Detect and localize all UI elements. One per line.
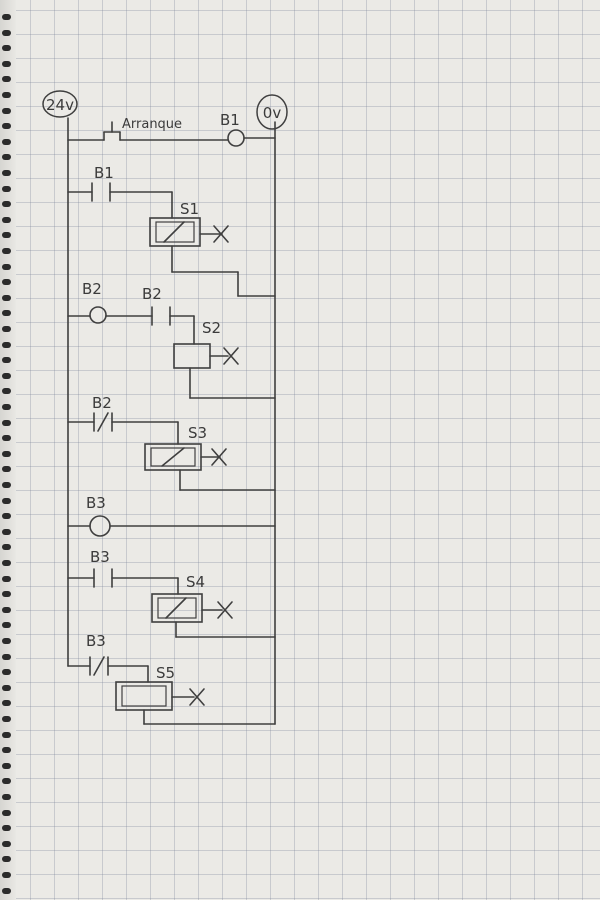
binding-hole — [2, 45, 11, 52]
svg-text:24v: 24v — [46, 96, 74, 114]
contact-b1-label: B1 — [94, 164, 114, 182]
binding-hole — [2, 263, 11, 270]
binding-hole — [2, 29, 11, 36]
svg-text:0v: 0v — [263, 104, 282, 122]
lamp-b3 — [89, 515, 111, 537]
binding-hole — [2, 310, 11, 317]
binding-hole — [2, 450, 11, 457]
rung-1: Arranque B1 — [67, 111, 276, 147]
coil-s5-label: S5 — [156, 664, 175, 682]
binding-hole — [2, 840, 11, 847]
binding-hole — [2, 123, 11, 130]
binding-hole — [2, 216, 11, 223]
valve-s1 — [149, 217, 229, 247]
binding-hole — [2, 528, 11, 535]
binding-hole — [2, 591, 11, 598]
right-rail-label: 0v — [256, 94, 288, 130]
binding-hole — [2, 856, 11, 863]
binding-hole — [2, 809, 11, 816]
contact-b3-no — [93, 568, 113, 588]
contact-b3-label: B3 — [90, 548, 110, 566]
rung-3: B2 B2 S2 — [67, 280, 276, 399]
valve-s2 — [173, 343, 239, 369]
binding-hole — [2, 341, 11, 348]
binding-hole — [2, 731, 11, 738]
valve-s4 — [151, 593, 233, 623]
coil-s4-label: S4 — [186, 573, 205, 591]
binding-hole — [2, 747, 11, 754]
binding-hole — [2, 825, 11, 832]
lamp-b1 — [227, 129, 245, 147]
binding-hole — [2, 513, 11, 520]
binding-hole — [2, 154, 11, 161]
binding-hole — [2, 762, 11, 769]
contact-b2-nc — [93, 412, 113, 432]
binding-hole — [2, 887, 11, 894]
binding-hole — [2, 716, 11, 722]
binding-hole — [2, 872, 11, 878]
binding-hole — [2, 107, 11, 114]
binding-hole — [2, 388, 11, 395]
binding-hole — [2, 185, 11, 192]
binding-hole — [2, 138, 11, 145]
binding-hole — [2, 357, 11, 364]
binding-hole — [2, 232, 11, 239]
notebook-binding — [0, 0, 16, 900]
contact-b2-label: B2 — [142, 285, 162, 303]
binding-hole — [2, 170, 11, 176]
binding-hole — [2, 794, 11, 800]
binding-hole — [2, 279, 11, 286]
start-pushbutton — [103, 121, 121, 141]
binding-hole — [2, 622, 11, 629]
valve-s5 — [115, 681, 205, 711]
lamp-b2-label: B2 — [82, 280, 102, 298]
lamp-b3-label: B3 — [86, 494, 106, 512]
binding-hole — [2, 248, 11, 254]
binding-hole — [2, 606, 11, 613]
valve-s3 — [144, 443, 227, 471]
binding-hole — [2, 419, 11, 426]
binding-hole — [2, 778, 11, 785]
binding-hole — [2, 92, 11, 98]
binding-hole — [2, 326, 11, 332]
binding-hole — [2, 638, 11, 644]
left-rail-label: 24v — [42, 90, 78, 118]
binding-hole — [2, 653, 11, 660]
binding-hole — [2, 482, 11, 488]
contact-b3-nc-label: B3 — [86, 632, 106, 650]
binding-hole — [2, 466, 11, 473]
contact-b2-nc-label: B2 — [92, 394, 112, 412]
binding-hole — [2, 435, 11, 442]
binding-hole — [2, 497, 11, 504]
binding-hole — [2, 60, 11, 67]
coil-s1-label: S1 — [180, 200, 199, 218]
binding-hole — [2, 700, 11, 707]
lamp-b1-label: B1 — [220, 111, 240, 129]
binding-hole — [2, 76, 11, 83]
binding-hole — [2, 294, 11, 301]
contact-b2-no — [151, 306, 171, 326]
contact-b1-no — [91, 182, 111, 202]
coil-s2-label: S2 — [202, 319, 221, 337]
binding-hole — [2, 404, 11, 410]
lamp-b2 — [89, 306, 107, 324]
rung-6: B3 S4 — [67, 548, 276, 638]
binding-hole — [2, 544, 11, 551]
binding-hole — [2, 14, 11, 20]
rung-4: B2 S3 — [67, 394, 276, 491]
rung-5: B3 — [67, 494, 276, 537]
start-label: Arranque — [122, 117, 182, 132]
binding-hole — [2, 684, 11, 691]
rung-7: B3 S5 — [67, 632, 276, 725]
coil-s3-label: S3 — [188, 424, 207, 442]
binding-hole — [2, 372, 11, 379]
binding-hole — [2, 575, 11, 582]
contact-b3-nc — [89, 656, 109, 676]
binding-hole — [2, 669, 11, 676]
binding-hole — [2, 201, 11, 208]
rung-2: B1 S1 — [67, 164, 276, 297]
binding-hole — [2, 560, 11, 566]
